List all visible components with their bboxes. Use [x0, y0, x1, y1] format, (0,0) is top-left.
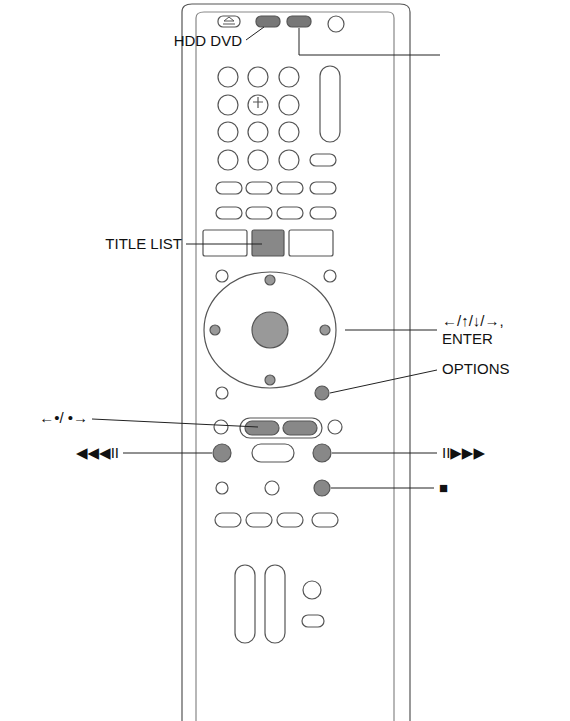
button-label: II▶▶▶ — [442, 444, 485, 462]
button-label: HDD DVD — [174, 32, 242, 50]
button-label: ■ — [439, 479, 448, 497]
button-label: ←•/ •→ — [39, 409, 88, 427]
button-label: ←/↑/↓/→, ENTER — [442, 312, 524, 348]
button-label: OPTIONS — [442, 360, 510, 378]
button-label: ◀◀◀II — [76, 444, 119, 462]
button-label: TITLE LIST — [105, 235, 182, 253]
